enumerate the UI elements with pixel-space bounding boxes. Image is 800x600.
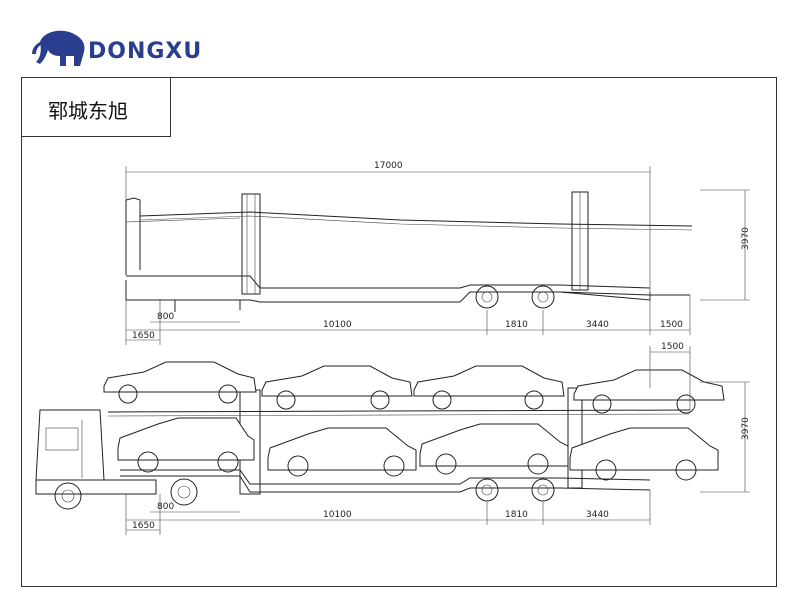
truck-tractor	[35, 409, 198, 510]
car-suv	[419, 423, 569, 475]
lower-deck-cars	[117, 417, 719, 481]
dim-wheelbase-main: 10100	[323, 510, 352, 520]
dim-rear-section: 3440	[586, 510, 609, 520]
dim-top-rear-overhang: 1500	[661, 342, 684, 352]
car-suv	[267, 427, 417, 477]
dim-rear-section: 3440	[586, 320, 609, 330]
dim-wheelbase-main: 10100	[323, 320, 352, 330]
top-dimensions	[125, 166, 750, 345]
car-suv	[117, 417, 255, 473]
bottom-dimensions	[125, 346, 750, 535]
dim-height: 3970	[741, 417, 751, 440]
car-sedan	[413, 365, 565, 410]
dim-axle-spacing: 1810	[505, 510, 528, 520]
empty-trailer-side-view	[125, 191, 693, 312]
brand-name: DONGXU	[88, 39, 203, 64]
elephant-icon	[32, 30, 85, 67]
dim-kingpin-offset: 1650	[132, 521, 155, 531]
dim-height: 3970	[741, 227, 751, 250]
drawing-frame	[21, 77, 777, 587]
dim-rear-overhang: 1500	[660, 320, 683, 330]
dim-front-overhang: 800	[157, 312, 174, 322]
drawing-title: 郓城东旭	[48, 99, 128, 123]
upper-deck-cars	[103, 361, 725, 414]
car-sedan	[103, 361, 257, 404]
car-sedan	[573, 369, 725, 414]
car-sedan	[261, 365, 413, 410]
dim-kingpin-offset: 1650	[132, 331, 155, 341]
dim-front-overhang: 800	[157, 502, 174, 512]
brand-logo	[32, 30, 85, 67]
dim-axle-spacing: 1810	[505, 320, 528, 330]
car-suv	[569, 427, 719, 481]
title-block	[21, 77, 171, 137]
dim-overall-length: 17000	[374, 161, 403, 171]
